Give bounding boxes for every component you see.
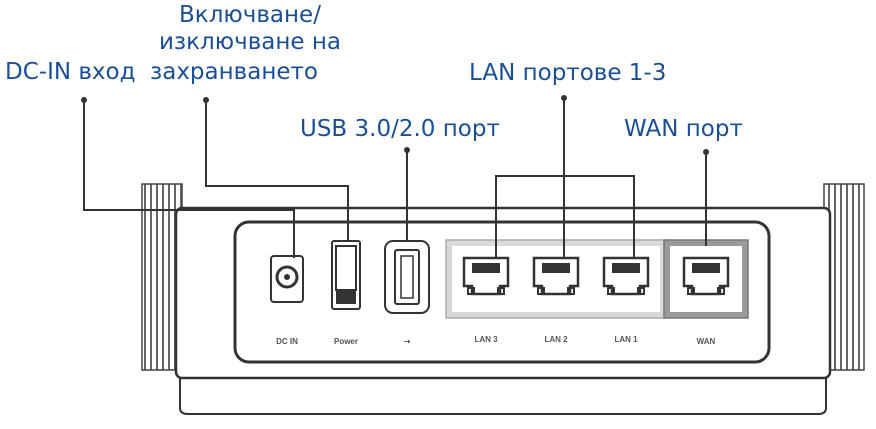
dcin-port-label: DC IN (276, 337, 298, 346)
lan1-port (602, 256, 650, 296)
power-switch-label-line1: Включване/ (179, 2, 321, 28)
dcin-leader-dot (81, 97, 87, 103)
power-switch (331, 240, 361, 310)
leader-lines (83, 98, 707, 258)
usb-port-label: USB 3.0/2.0 порт (300, 116, 500, 142)
power-leader (205, 100, 349, 242)
wan-port-text-label: WAN (697, 337, 716, 346)
power-leader-dot (203, 97, 209, 103)
leader-dots (81, 95, 709, 155)
wan-port-label: WAN порт (624, 116, 743, 142)
power-port-label: Power (334, 337, 358, 346)
lan-leader-dot (561, 95, 567, 101)
lan-bracket (495, 175, 635, 258)
power-switch-label-line3: захранването (150, 59, 318, 85)
lan3-port (462, 256, 510, 296)
lan2-port (532, 256, 580, 296)
usb-symbol-label: ⇢ (404, 337, 411, 346)
wan-port (682, 256, 730, 296)
power-switch-label-line2: изключване на (158, 29, 341, 55)
lan-ports-label: LAN портове 1-3 (469, 60, 667, 86)
dcin-label: DC-IN вход (5, 59, 136, 85)
dcin-port (270, 255, 304, 303)
wan-leader-dot (703, 149, 709, 155)
lan1-port-label: LAN 1 (614, 335, 638, 344)
usb-leader-dot (404, 147, 410, 153)
lan2-port-label: LAN 2 (544, 335, 568, 344)
dcin-leader (83, 100, 295, 258)
usb-port (384, 240, 430, 314)
lan3-port-label: LAN 3 (474, 335, 498, 344)
power-switch-label: Включване/ изключване на (150, 2, 350, 56)
